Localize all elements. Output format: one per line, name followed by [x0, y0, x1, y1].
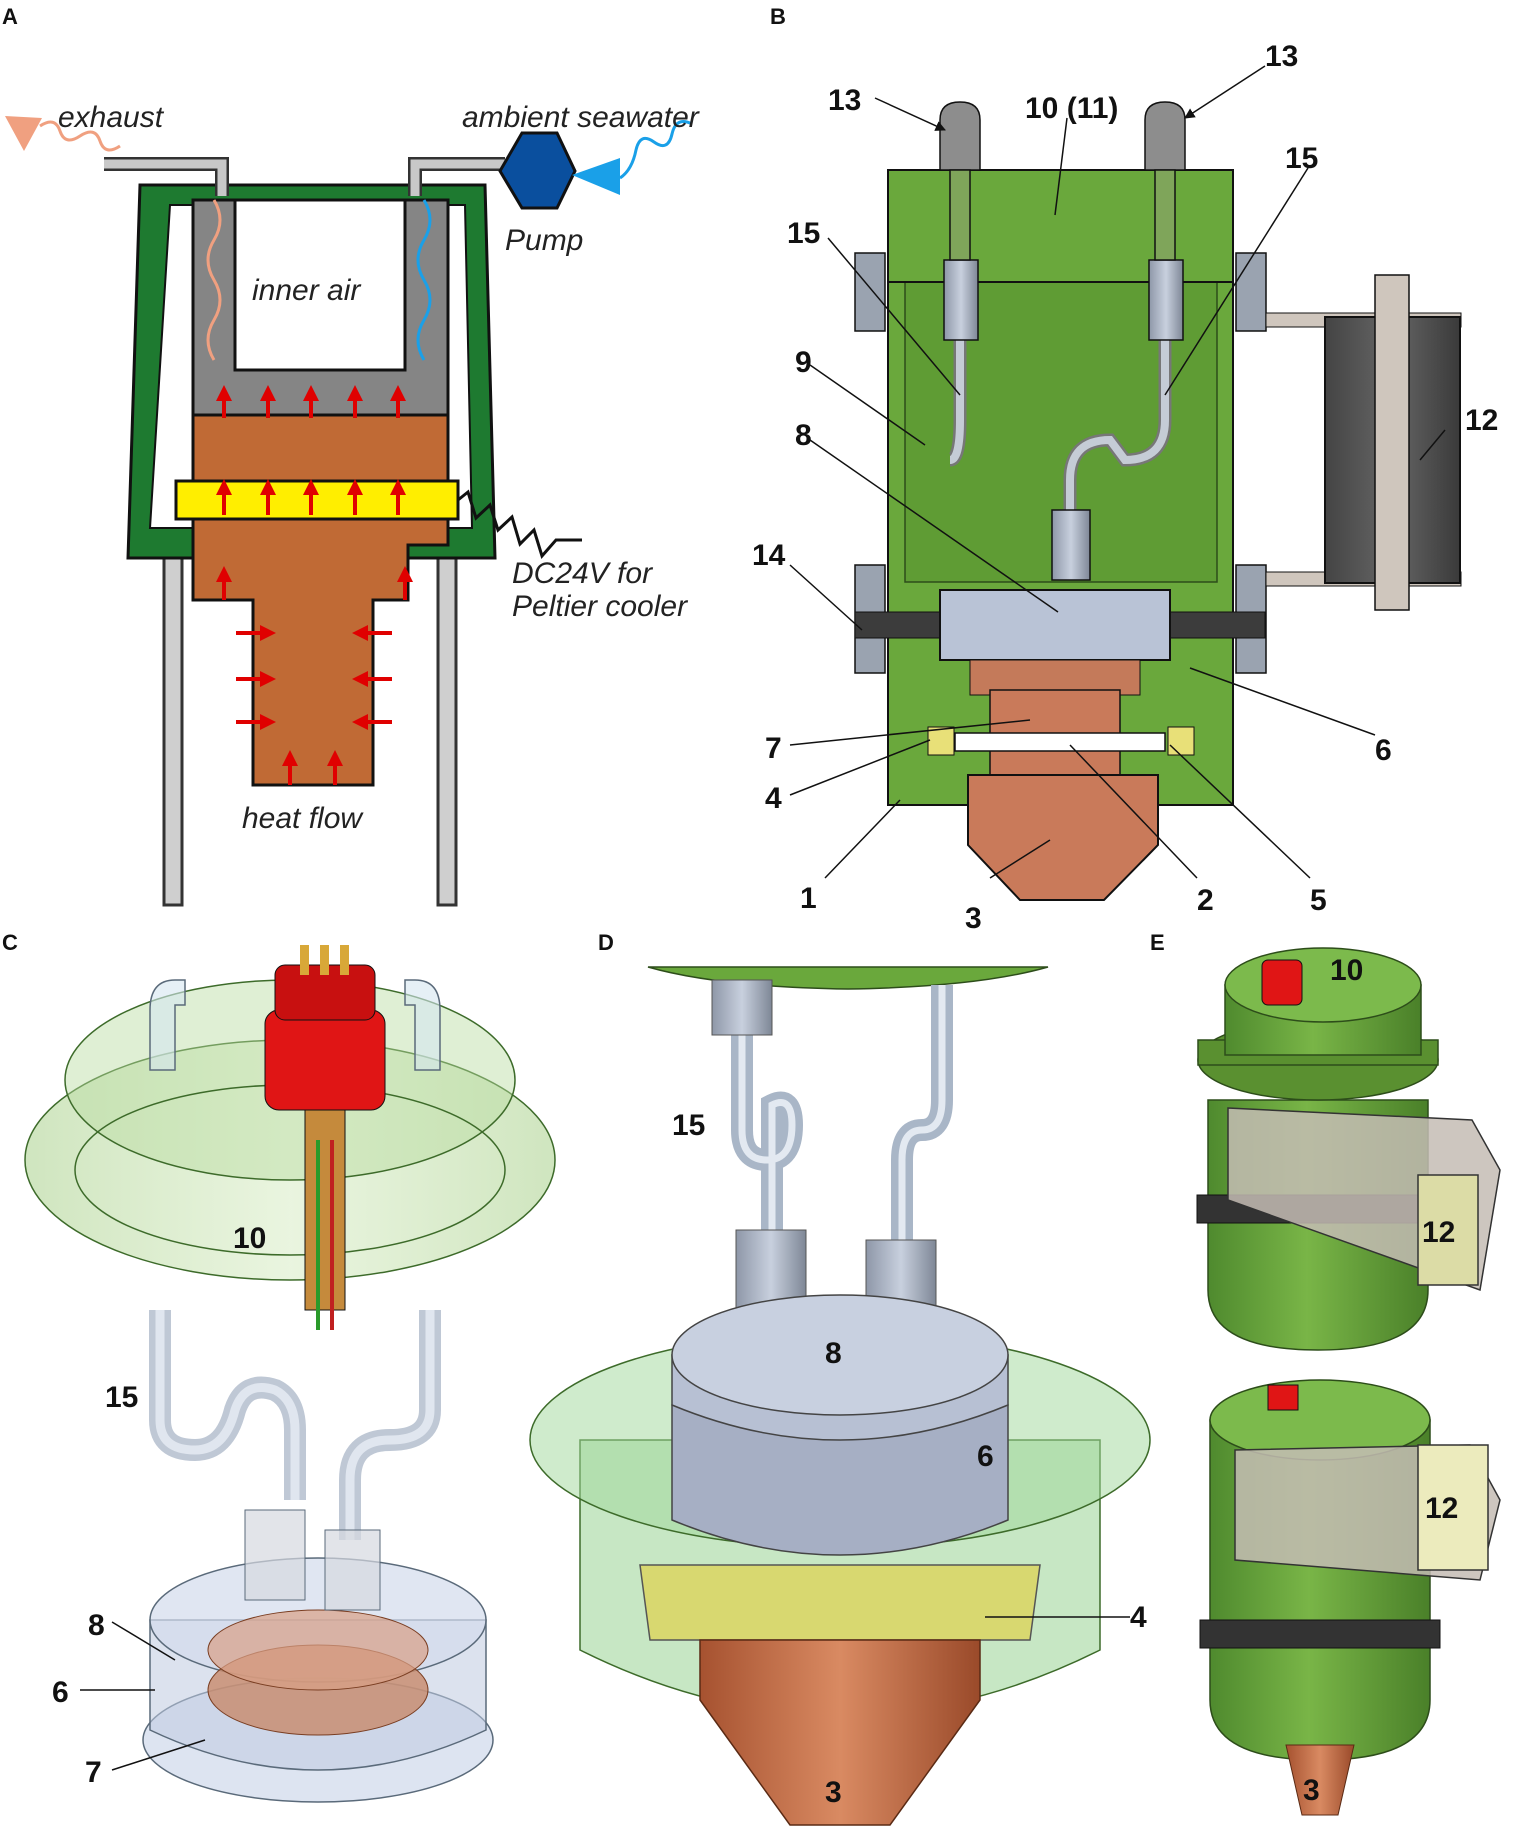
label-dc-line1: DC24V for	[512, 557, 653, 590]
label-10-11: 10 (11)	[1025, 92, 1118, 125]
power-wire	[457, 489, 582, 560]
label-15-right: 15	[1285, 142, 1318, 175]
seawater-arrow-icon	[619, 120, 693, 180]
label-14: 14	[752, 539, 786, 572]
label-e-10: 10	[1330, 954, 1363, 987]
panel-label-e: E	[1150, 930, 1165, 955]
label-2: 2	[1197, 884, 1214, 917]
insulator-4	[927, 726, 955, 756]
heat-sink-8	[939, 589, 1171, 661]
tubes-15-c-highlight	[155, 1310, 435, 1540]
panel-c: C	[2, 930, 556, 1803]
insulator-ring-4	[639, 1564, 1041, 1641]
battery-pack	[1265, 274, 1462, 611]
panel-label-a: A	[2, 4, 18, 29]
label-15-left: 15	[787, 217, 820, 250]
peltier-5	[954, 732, 1166, 752]
insulator-4-right	[1167, 726, 1195, 756]
label-c-10: 10	[233, 1222, 266, 1255]
label-5: 5	[1310, 884, 1327, 917]
copper-fins-c	[207, 1609, 429, 1691]
label-c-6: 6	[52, 1676, 69, 1709]
leader-lines-b	[789, 65, 1446, 879]
panel-a: A	[2, 4, 700, 907]
fitting-c-left	[244, 1509, 306, 1601]
panel-label-d: D	[598, 930, 614, 955]
label-4: 4	[765, 782, 782, 815]
label-d-4: 4	[1130, 1601, 1147, 1634]
label-9: 9	[795, 346, 812, 379]
inner-air-chamber	[233, 198, 407, 372]
label-pump: Pump	[505, 224, 583, 257]
block-8-top	[671, 1294, 1009, 1416]
label-12: 12	[1465, 404, 1498, 437]
label-7: 7	[765, 732, 782, 765]
peltier-element	[174, 479, 460, 521]
label-1: 1	[800, 882, 817, 915]
exhaust-wave	[206, 199, 222, 361]
copper-cone-3	[699, 1639, 981, 1826]
label-heat-flow: heat flow	[242, 802, 364, 835]
seawater-wave	[416, 199, 432, 361]
exhaust-pipe-fill	[104, 159, 227, 196]
leader-lines-c	[80, 1621, 206, 1771]
label-d-6: 6	[977, 1440, 994, 1473]
pump-icon	[498, 131, 577, 210]
exhaust-arrow-icon	[39, 120, 121, 152]
panel-b: B	[752, 4, 1498, 935]
label-e-3: 3	[1303, 1774, 1320, 1807]
lid-elbows	[149, 979, 441, 1071]
label-ambient-seawater: ambient seawater	[462, 101, 700, 134]
tubes-15-d-highlight	[738, 985, 946, 1240]
label-6: 6	[1375, 734, 1392, 767]
panel-d: D 15 8 6 4 3	[529, 930, 1151, 1826]
block-6	[671, 1404, 1009, 1556]
intake-pipe-fill	[410, 159, 505, 196]
label-c-7: 7	[85, 1756, 102, 1789]
label-inner-air: inner air	[252, 274, 361, 307]
label-exhaust: exhaust	[58, 101, 165, 134]
label-dc-line2: Peltier cooler	[512, 590, 688, 623]
copper-probe-3	[967, 774, 1159, 901]
label-d-3: 3	[825, 1776, 842, 1809]
heat-arrows	[216, 385, 413, 785]
label-d-15: 15	[672, 1109, 705, 1142]
exhaust-arrowhead	[5, 116, 42, 151]
label-13-right: 13	[1265, 40, 1298, 73]
panel-label-b: B	[770, 4, 786, 29]
fittings	[943, 259, 1184, 581]
copper-block	[191, 413, 450, 787]
tube-15-right-inner	[1066, 340, 1169, 520]
label-c-8: 8	[88, 1609, 105, 1642]
label-c-15: 15	[105, 1381, 138, 1414]
label-8: 8	[795, 419, 812, 452]
unit-bottom	[1199, 1379, 1501, 1816]
fitting-c-right	[324, 1529, 381, 1611]
fitting-d-top	[711, 979, 773, 1036]
label-3: 3	[965, 902, 982, 935]
panel-label-c: C	[2, 930, 18, 955]
label-13-left: 13	[828, 84, 861, 117]
label-e-12-top: 12	[1422, 1216, 1455, 1249]
label-e-12-bottom: 12	[1425, 1492, 1458, 1525]
tube-15-left-inner	[948, 340, 964, 464]
unit-top	[1196, 947, 1501, 1351]
panel-e: E 10 12 12 3	[1150, 930, 1501, 1816]
seawater-arrowhead	[572, 158, 620, 195]
label-d-8: 8	[825, 1337, 842, 1370]
red-connector	[264, 945, 386, 1330]
lid-edge-d	[647, 966, 1049, 990]
ports-13	[939, 101, 1186, 261]
